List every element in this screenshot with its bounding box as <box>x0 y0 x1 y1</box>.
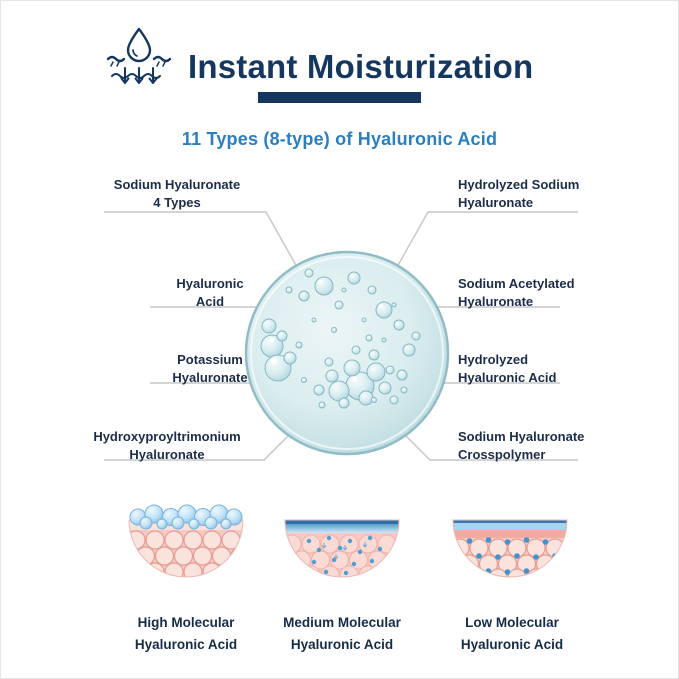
label-line: Hyaluronic Acid <box>290 636 394 652</box>
label-line: Hyaluronic Acid <box>458 369 557 385</box>
label-line: Hyaluronic Acid <box>460 636 564 652</box>
label-line: Sodium Hyaluronate <box>458 429 585 444</box>
label-line: Hydroxyproyltrimonium <box>93 429 241 444</box>
label-line: Hyaluronic Acid <box>134 636 238 652</box>
page-title: Instant Moisturization <box>188 48 534 85</box>
label-sodium-hyaluronate-crosspolymer: Sodium Hyaluronate Crosspolymer <box>458 428 628 463</box>
label-hydroxyproyltrimonium-hyaluronate: Hydroxyproyltrimonium Hyaluronate <box>72 428 262 463</box>
skin-diagram-low-molecular <box>452 519 568 578</box>
label-line: Hydrolyzed Sodium <box>458 177 580 192</box>
label-medium-molecular: Medium Molecular Hyaluronic Acid <box>272 612 412 655</box>
label-high-molecular: High Molecular Hyaluronic Acid <box>116 612 256 655</box>
label-line: Sodium Acetylated <box>458 276 575 291</box>
label-line: Hyaluronate <box>458 194 534 210</box>
petri-dish-image <box>244 250 450 456</box>
label-sodium-acetylated-hyaluronate: Sodium Acetylated Hyaluronate <box>458 275 628 310</box>
label-line: Hydrolyzed <box>458 352 529 367</box>
label-hydrolyzed-sodium-hyaluronate: Hydrolyzed Sodium Hyaluronate <box>458 176 628 211</box>
label-line: Crosspolymer <box>458 446 546 462</box>
label-line: Acid <box>195 293 225 309</box>
label-low-molecular: Low Molecular Hyaluronic Acid <box>440 612 584 655</box>
label-line: Potassium <box>177 352 243 367</box>
title-underline-bar <box>258 92 421 103</box>
label-line: Low Molecular <box>465 615 559 630</box>
label-potassium-hyaluronate: Potassium Hyaluronate <box>130 351 290 386</box>
label-hydrolyzed-hyaluronic-acid: Hydrolyzed Hyaluronic Acid <box>458 351 628 386</box>
label-line: Hyaluronate <box>458 293 534 309</box>
skin-diagram-high-molecular <box>128 504 244 578</box>
label-line: High Molecular <box>137 615 235 630</box>
label-line: Hyaluronate <box>172 369 248 385</box>
label-line: 4 Types <box>153 194 201 210</box>
label-line: Hyaluronate <box>129 446 205 462</box>
moisture-drop-absorption-icon <box>106 27 172 84</box>
label-line: Hyaluronic <box>176 276 244 291</box>
label-hyaluronic-acid: Hyaluronic Acid <box>130 275 290 310</box>
subtitle: 11 Types (8-type) of Hyaluronic Acid <box>181 129 498 149</box>
label-line: Sodium Hyaluronate <box>113 177 241 192</box>
label-sodium-hyaluronate-4-types: Sodium Hyaluronate 4 Types <box>92 176 262 211</box>
skin-diagram-medium-molecular <box>284 519 400 578</box>
label-line: Medium Molecular <box>283 615 401 630</box>
